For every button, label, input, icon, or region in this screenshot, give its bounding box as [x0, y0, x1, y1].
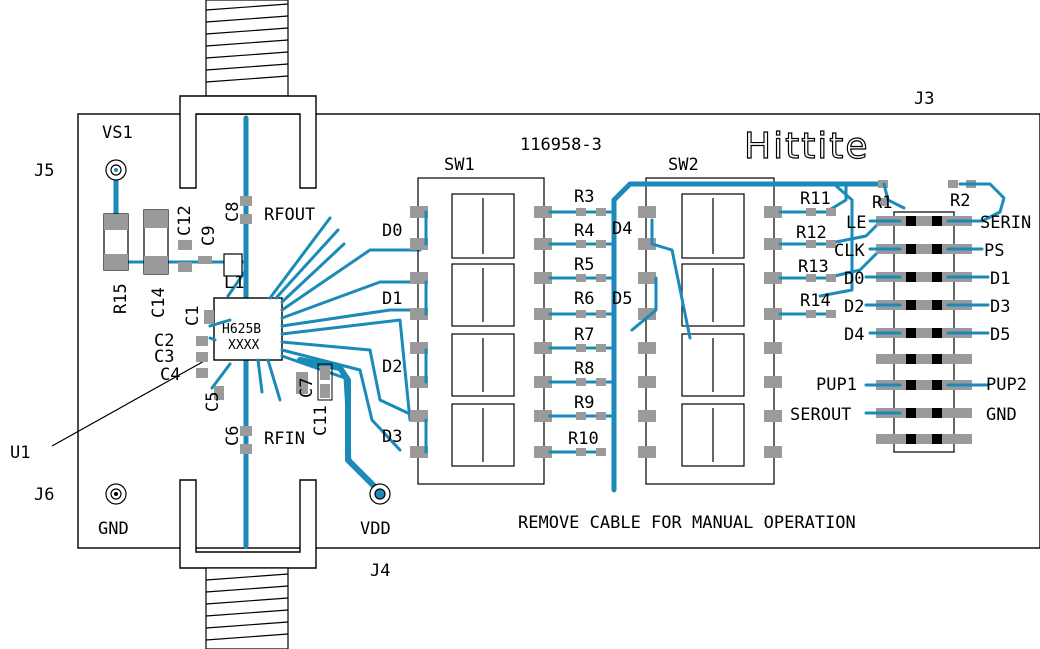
sma-connector-top	[179, 0, 317, 189]
label-vdd: VDD	[360, 519, 391, 539]
label-j4: J4	[370, 561, 390, 581]
label-r10: R10	[568, 429, 599, 449]
label-c5: C5	[203, 392, 223, 412]
vdd-testpoint[interactable]	[369, 483, 391, 505]
header-pin-le: LE	[846, 213, 866, 233]
label-r5: R5	[574, 255, 594, 275]
header-pin-serout: SEROUT	[790, 405, 851, 425]
label-r14: R14	[800, 291, 831, 311]
header-pin-d1: D1	[990, 269, 1010, 289]
label-c14: C14	[149, 287, 169, 318]
label-u1: U1	[10, 443, 30, 463]
label-c8: C8	[223, 202, 243, 222]
label-c3: C3	[154, 347, 174, 367]
header-pin-d5: D5	[990, 325, 1010, 345]
vs1-testpoint[interactable]	[105, 159, 127, 181]
label-sw1: SW1	[444, 155, 475, 175]
label-c1: C1	[183, 306, 203, 326]
label-r9: R9	[574, 393, 594, 413]
label-r4: R4	[574, 221, 594, 241]
label-sw2: SW2	[668, 155, 699, 175]
label-c11: C11	[311, 405, 331, 436]
chip-supply-trace	[226, 268, 248, 298]
label-rfout: RFOUT	[264, 205, 315, 225]
label-r7: R7	[574, 325, 594, 345]
gnd-testpoint[interactable]	[105, 483, 127, 505]
label-sw2-d5: D5	[612, 289, 632, 309]
label-r11: R11	[800, 189, 831, 209]
label-c7: C7	[297, 378, 317, 398]
vdd-trace	[297, 357, 381, 493]
label-c6: C6	[223, 426, 243, 446]
label-gnd: GND	[98, 519, 129, 539]
header-pin-d4: D4	[844, 325, 864, 345]
sma-connector-bottom	[179, 479, 317, 649]
label-r15: R15	[111, 283, 131, 314]
label-l1: L1	[224, 273, 244, 293]
sw2-dip-switch[interactable]	[638, 177, 782, 485]
label-sw1-d1: D1	[382, 289, 402, 309]
label-rfin: RFIN	[264, 429, 305, 449]
label-r8: R8	[574, 359, 594, 379]
bias-bus-branch	[818, 182, 854, 298]
header-pin-d2: D2	[844, 297, 864, 317]
header-pin-gnd: GND	[986, 405, 1017, 425]
label-r13: R13	[798, 257, 829, 277]
passive-components	[103, 196, 333, 454]
header-j3[interactable]	[876, 211, 972, 453]
header-pin-pup2: PUP2	[986, 375, 1027, 395]
header-pin-clk: CLK	[834, 241, 865, 261]
label-sw1-d2: D2	[382, 357, 402, 377]
header-pin-d0: D0	[844, 269, 864, 289]
chip-name: H625B	[222, 322, 261, 337]
label-j3: J3	[914, 89, 934, 109]
chip-u1: H625B XXXX	[213, 297, 283, 361]
label-c2: C2	[154, 331, 174, 351]
label-c4: C4	[160, 365, 180, 385]
header-pin-ps: PS	[984, 241, 1004, 261]
header-pin-pup1: PUP1	[816, 375, 857, 395]
label-r12: R12	[796, 223, 827, 243]
label-part-number: 116958-3	[520, 135, 602, 155]
header-pin-serin: SERIN	[980, 213, 1031, 233]
label-r1: R1	[872, 193, 892, 213]
label-c12: C12	[175, 205, 195, 236]
label-sw2-d4: D4	[612, 219, 632, 239]
label-sw1-d0: D0	[382, 221, 402, 241]
label-r6: R6	[574, 289, 594, 309]
label-vs1: VS1	[102, 123, 133, 143]
label-r2: R2	[950, 191, 970, 211]
label-j5: J5	[34, 161, 54, 181]
sw1-dip-switch[interactable]	[410, 177, 552, 485]
u1-leader	[51, 359, 207, 447]
label-c9: C9	[199, 226, 219, 246]
bias-bus	[611, 181, 887, 493]
chip-code: XXXX	[228, 338, 259, 353]
label-remove-cable: REMOVE CABLE FOR MANUAL OPERATION	[518, 513, 856, 533]
header-pin-d3: D3	[990, 297, 1010, 317]
header-traces	[864, 182, 1006, 415]
label-r3: R3	[574, 187, 594, 207]
label-sw1-d3: D3	[382, 427, 402, 447]
hittite-logo: Hittite	[744, 126, 870, 167]
label-j6: J6	[34, 485, 54, 505]
